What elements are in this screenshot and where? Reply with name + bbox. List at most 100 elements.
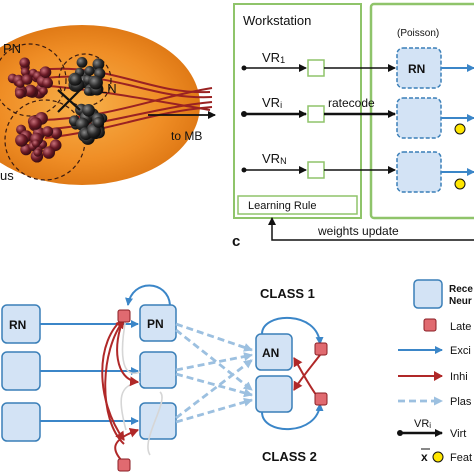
an-cross-inhibit-1 [293, 354, 321, 391]
pn-box-1 [139, 304, 177, 342]
an-lateral-neuron-2 [314, 392, 328, 406]
an-box-2 [255, 375, 293, 413]
legend-inhibitory-text: Inhi [450, 371, 468, 383]
fiber-bundle [37, 67, 213, 139]
neuron-cell [76, 57, 88, 68]
poisson-label: (Poisson) [397, 28, 439, 39]
lateral-neuron-2 [117, 458, 131, 472]
pn-feedback-arc [125, 284, 171, 306]
vr-n-sub: N [280, 156, 287, 166]
weights-update-label: weights update [317, 224, 399, 238]
neuron-cell [15, 133, 28, 147]
legend-feature-dot [432, 451, 444, 463]
neuron-cell [39, 86, 48, 96]
ln-label: LN [100, 81, 117, 96]
panel-b-network: RN PN [1, 284, 328, 472]
encoder-box-n [307, 161, 325, 179]
panel-c: Workstation VR1 VRi VRN Learning Rule (P… [232, 2, 474, 250]
learning-rule-label: Learning Rule [248, 200, 317, 212]
vr-input-i: VRi [241, 95, 325, 123]
rn-neuron-n [396, 151, 442, 193]
pn-box-2 [139, 351, 177, 389]
pn-cluster [7, 57, 63, 163]
pn-label: PN [3, 41, 21, 56]
rn-box-2 [1, 351, 41, 391]
an-bottom-loop [261, 403, 324, 431]
vr-input-1: VR1 [241, 50, 325, 77]
legend-virtual-main: VR [414, 418, 429, 430]
to-mb-label: to MB [171, 129, 202, 143]
neuron-cell [19, 57, 31, 69]
an-box-1 [255, 333, 293, 371]
vr-n-main: VR [262, 151, 280, 166]
neuron-cell [39, 66, 52, 78]
neuron-cell [31, 139, 41, 148]
learning-rule-box [237, 195, 358, 215]
panel-c-letter: c [232, 233, 240, 250]
rn-label-top: RN [408, 62, 425, 76]
rn-box-label: RN [9, 318, 26, 332]
workstation-title: Workstation [243, 13, 311, 28]
legend-virtual-sub: i [429, 421, 431, 430]
feature-dot-i [454, 123, 466, 135]
partial-label: us [0, 168, 14, 183]
an-box-label: AN [262, 346, 279, 360]
neuron-cell [15, 88, 26, 99]
pn-box-3 [139, 402, 177, 440]
legend-lateral-text: Late [450, 321, 471, 333]
rn-neuron-i [396, 97, 442, 139]
workstation-box [233, 3, 362, 219]
neuron-cell [42, 126, 54, 137]
rn-box-3 [1, 402, 41, 442]
neuron-cell [21, 74, 33, 85]
panel-a-illustration: PN LN to MB us [0, 25, 216, 185]
ln-cross-connection [57, 89, 81, 113]
legend-plastic-text: Plas [450, 396, 472, 408]
legend-virtual-text: Virt [450, 428, 466, 440]
neuron-cell [92, 58, 105, 71]
antennal-lobe-shape [0, 25, 200, 185]
neuron-cell [42, 77, 53, 89]
pn-box-label: PN [147, 317, 164, 331]
encoder-box-1 [307, 59, 325, 77]
class-2-label: CLASS 2 [262, 449, 317, 464]
svg-text:VR1: VR1 [262, 50, 285, 65]
neuron-cell [42, 146, 55, 159]
svg-text:VRN: VRN [262, 151, 287, 166]
an-lateral-neuron-1 [314, 342, 328, 356]
ratecode-label: ratecode [328, 96, 375, 110]
vr-1-main: VR [262, 50, 280, 65]
ln-cluster [68, 57, 108, 145]
vr-i-sub: i [280, 100, 282, 110]
class-1-label: CLASS 1 [260, 286, 315, 301]
neuron-cell [93, 117, 104, 128]
legend-excitatory-text: Exci [450, 345, 471, 357]
neuron-cell [24, 84, 37, 98]
neuron-cell [29, 117, 42, 130]
an-top-loop [261, 316, 324, 345]
lateral-neuron-1 [117, 309, 131, 323]
legend-receptor-line2: Neur [449, 296, 472, 307]
neuron-cell [82, 104, 95, 117]
neuron-cell [20, 67, 30, 77]
svg-text:VRi: VRi [262, 95, 282, 110]
vr-1-sub: 1 [280, 55, 285, 65]
neuron-cell [50, 127, 63, 139]
neuron-cell [84, 65, 95, 76]
inhibitory-connections [101, 317, 139, 466]
neuron-cell [33, 148, 42, 157]
legend: Rece Neur Late Exci Inhi Plas VRi Virt x… [397, 279, 473, 464]
encoder-box-i [307, 105, 325, 123]
legend-receptor-icon [413, 279, 443, 309]
legend-feature-text: Feat [450, 452, 472, 464]
vr-i-main: VR [262, 95, 280, 110]
feature-dot-n [454, 178, 466, 190]
neuron-cell [70, 73, 82, 86]
svg-text:VRi: VRi [414, 418, 431, 430]
vr-input-n: VRN [241, 151, 325, 179]
weights-update-line [268, 217, 474, 241]
legend-feature-symbol: x [421, 450, 428, 464]
legend-receptor-line1: Rece [449, 284, 473, 295]
